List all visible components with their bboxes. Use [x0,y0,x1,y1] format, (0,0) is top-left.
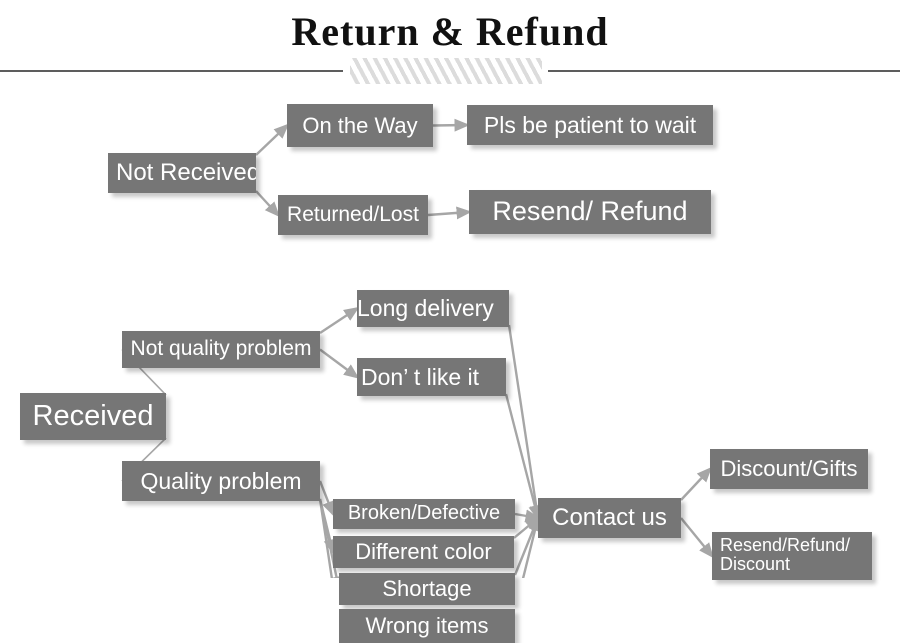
connector-layer [121,118,714,578]
flow-node-received: Received [20,393,166,440]
flow-node-label: Long delivery [357,295,494,322]
flow-node-label: Wrong items [365,613,489,639]
flow-node-long-delivery: Long delivery [357,290,509,327]
flow-node-label: On the Way [302,112,418,138]
flow-node-discount-gifts: Discount/Gifts [710,449,868,489]
page-header: Return & Refund [0,0,900,86]
connector-not-quality-problem-to-dont-like-it [319,348,360,379]
connector-quality-problem-to-wrong-items [318,498,334,578]
flow-node-label: Shortage [382,576,472,602]
connector-not-received-to-returned-lost [255,190,280,218]
flow-node-label: Resend/ Refund [492,196,688,227]
flow-node-label: Received [32,399,154,432]
divider-rule-right [548,70,900,72]
flow-node-wrong-items: Wrong items [339,609,515,643]
connector-not-received-to-on-the-way [255,123,290,156]
flow-node-label: Don’ t like it [361,363,480,390]
connector-quality-problem-to-broken-defective [318,480,335,517]
flow-node-label: Broken/Defective [347,502,501,525]
flow-node-broken-defective: Broken/Defective [333,499,515,529]
flow-node-quality-problem: Quality problem [122,461,320,501]
flow-node-label: Resend/Refund/ Discount [720,535,851,575]
divider-rule-left [0,70,343,72]
flow-node-label: Discount/Gifts [720,456,858,482]
flow-node-dont-like-it: Don’ t like it [357,358,506,396]
connector-long-delivery-to-contact-us [507,324,543,521]
flow-node-contact-us: Contact us [538,498,681,538]
flowchart: Not Received On the Way Pls be patient to … [0,86,900,643]
flow-node-different-color: Different color [333,536,514,568]
flow-node-label: Not quality problem [130,337,312,361]
connector-returned-lost-to-resend-refund [427,206,472,220]
connector-contact-us-to-discount-gifts [680,466,712,501]
flow-node-not-received: Not Received [108,153,256,193]
connector-on-the-way-to-pls-be-patient [432,118,470,132]
flow-node-label: Pls be patient to wait [483,111,697,138]
flow-node-resend-refund-discount: Resend/Refund/ Discount [712,532,872,580]
connector-dont-like-it-to-contact-us [504,393,542,521]
connector-broken-defective-to-contact-us [514,509,541,523]
flow-node-on-the-way: On the Way [287,104,433,147]
connector-wrong-items-to-contact-us [521,515,542,578]
page-title: Return & Refund [291,9,609,54]
connector-contact-us-to-resend-refund-discount [680,517,714,559]
hatched-divider-icon [350,58,542,84]
flow-node-label: Returned/Lost [287,202,419,226]
connector-not-quality-problem-to-long-delivery [319,306,360,335]
flow-node-not-quality-problem: Not quality problem [122,331,320,368]
flow-node-label: Not Received [116,159,256,187]
flow-node-label: Contact us [552,504,667,532]
flow-node-resend-refund: Resend/ Refund [469,190,711,234]
flow-node-label: Quality problem [140,467,302,494]
flow-node-returned-lost: Returned/Lost [278,195,428,235]
flow-node-label: Different color [355,539,492,565]
flow-node-pls-be-patient: Pls be patient to wait [467,105,713,145]
